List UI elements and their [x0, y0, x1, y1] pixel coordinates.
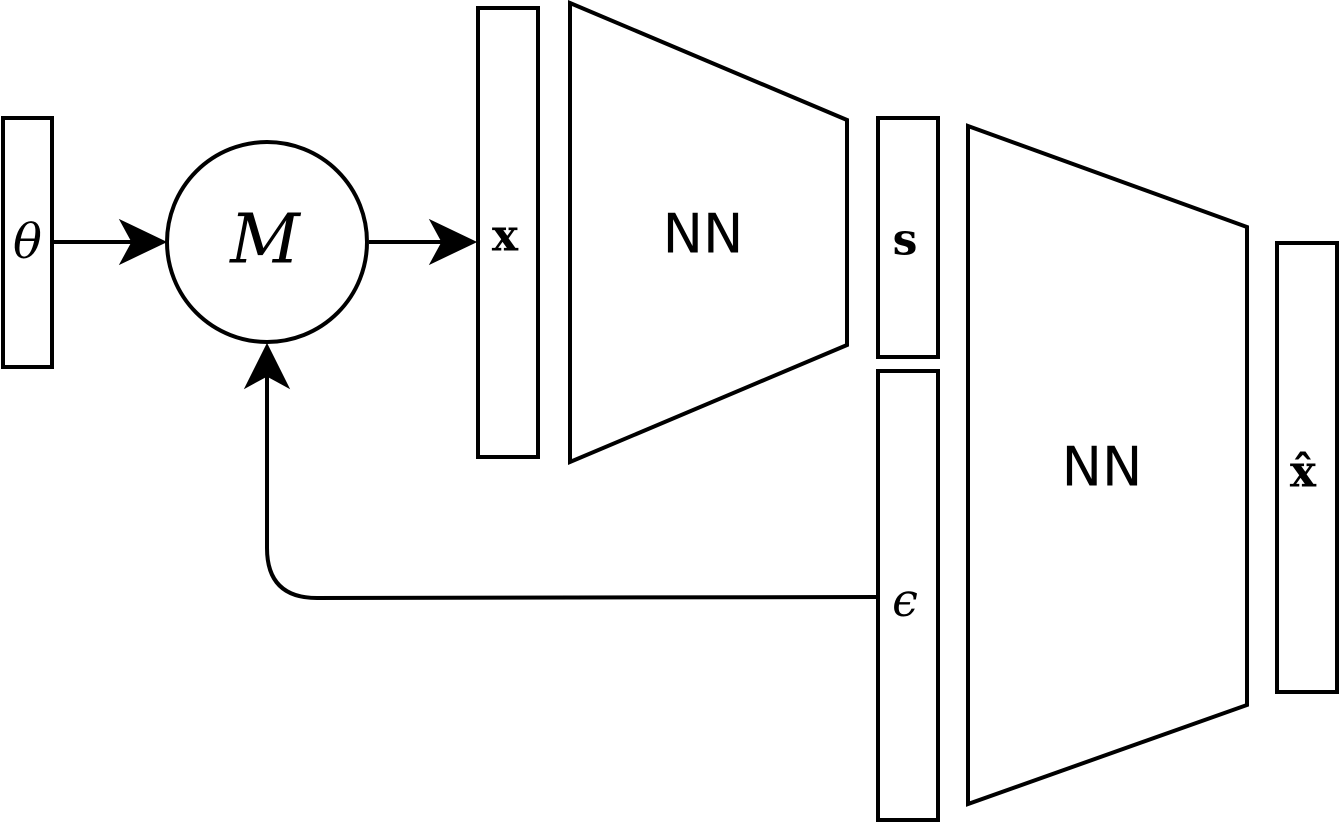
- epsilon-node: ϵ: [876, 369, 940, 822]
- encoder-label: NN: [663, 203, 744, 266]
- x-hat-label: x̂: [1290, 447, 1317, 498]
- epsilon-label: ϵ: [892, 573, 918, 627]
- model-label: M: [228, 201, 302, 280]
- encoder-node: NN: [568, 0, 849, 466]
- decoder-label: NN: [1062, 436, 1143, 499]
- arrowhead-icon: [118, 218, 168, 266]
- model-node: M: [165, 140, 369, 344]
- arrowhead-icon: [428, 218, 478, 266]
- x-node: x: [476, 6, 540, 459]
- s-label: s: [893, 215, 918, 266]
- s-node: s: [876, 116, 940, 359]
- arrowhead-icon: [243, 342, 291, 390]
- theta-node: θ: [1, 116, 54, 369]
- x-hat-node: x̂: [1275, 241, 1339, 694]
- theta-label: θ: [13, 214, 42, 270]
- edge-model-to-x: [369, 218, 478, 266]
- x-label: x: [492, 211, 519, 262]
- edge-theta-to-model: [54, 218, 168, 266]
- decoder-node: NN: [966, 123, 1249, 807]
- edge-epsilon-to-model: [243, 342, 877, 601]
